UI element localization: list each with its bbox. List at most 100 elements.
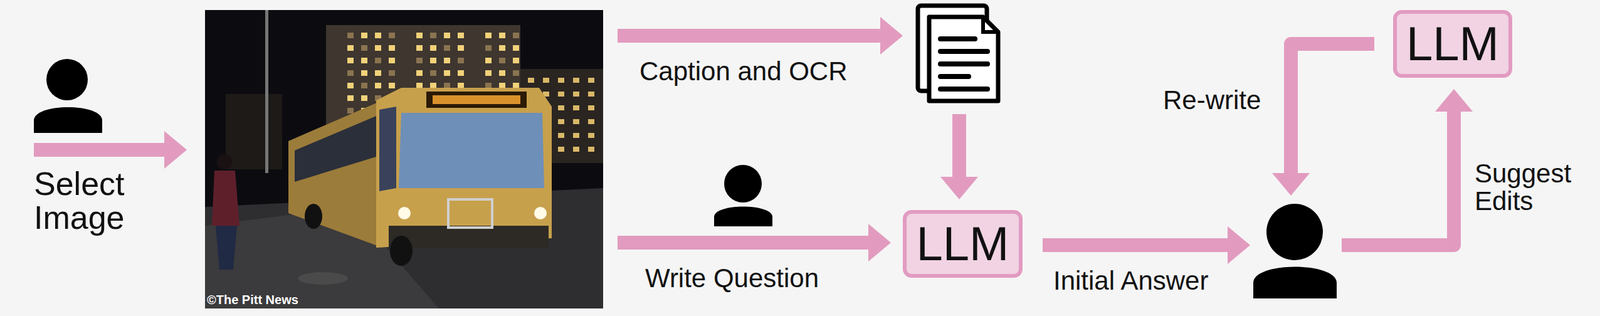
window-light [374, 57, 382, 64]
headlight [398, 206, 411, 220]
document-text-line [940, 73, 969, 79]
window-light [557, 105, 565, 111]
window-light [499, 57, 506, 64]
window-light [512, 70, 520, 76]
pedestrian-head [216, 154, 232, 170]
window-light [443, 82, 451, 89]
person-body [1253, 267, 1337, 299]
document-text-line [940, 61, 988, 67]
arrow-shaft [952, 114, 967, 179]
street-pole [265, 10, 269, 174]
document-icon [917, 5, 999, 101]
window-light [416, 70, 423, 76]
window-light [557, 132, 565, 138]
step-label: Select Image [33, 166, 172, 235]
window-light [499, 70, 506, 76]
window-light [573, 105, 580, 111]
pedestrian-body [211, 170, 240, 226]
window-light [443, 70, 451, 76]
window-light [499, 82, 506, 89]
llm-box: LLM [1393, 10, 1513, 78]
person-icon [33, 58, 103, 133]
window-light [485, 45, 492, 51]
arrow-shaft [1341, 110, 1454, 246]
window-light [361, 95, 368, 101]
arrow-shaft [617, 28, 882, 43]
window-light [485, 32, 492, 39]
flow-arrow [617, 223, 891, 262]
window-light [374, 32, 382, 39]
window-light [499, 45, 506, 51]
arrow-head [1227, 226, 1251, 264]
document-text-line [940, 48, 988, 54]
bus-destination-sign [426, 91, 527, 108]
window-light [457, 70, 464, 76]
window-light [374, 82, 382, 89]
window-light [573, 91, 580, 97]
window-light [430, 57, 437, 64]
arrow-head [868, 223, 891, 262]
arrow-shaft [1290, 43, 1375, 175]
window-light [588, 119, 595, 125]
arrow-head [1272, 173, 1310, 196]
arrow-shaft [1042, 238, 1229, 253]
window-light [512, 32, 520, 39]
window-light [347, 82, 354, 89]
window-light [361, 45, 368, 51]
window-light [485, 57, 492, 64]
window-light [573, 132, 580, 138]
window-light [416, 32, 423, 39]
window-light [416, 82, 423, 89]
window-light [416, 45, 423, 51]
window-light [588, 91, 595, 97]
arrow-head [940, 176, 979, 200]
window-light [443, 32, 451, 39]
window-light [557, 77, 565, 83]
flow-arrow [940, 114, 979, 200]
person-head [46, 58, 88, 101]
window-light [361, 32, 368, 39]
document-text-line [940, 36, 975, 42]
headlight [534, 206, 547, 220]
window-light [361, 57, 368, 64]
window-light [573, 119, 580, 125]
person-head [724, 164, 762, 203]
bus-bumper [388, 225, 549, 248]
window-light [388, 45, 395, 51]
window-light [573, 146, 580, 152]
document-fold [983, 16, 999, 32]
person-icon [1253, 203, 1337, 299]
window-light [388, 70, 395, 76]
bus-body [376, 87, 552, 248]
arrow-shaft [617, 235, 870, 250]
window-light [347, 70, 354, 76]
llm-label: LLM [916, 220, 1010, 268]
flow-arrow [1272, 43, 1375, 196]
arrow-label: Re-write [1163, 84, 1327, 116]
window-light [347, 57, 354, 64]
window-light [347, 45, 354, 51]
window-light [388, 82, 395, 89]
window-light [457, 57, 464, 64]
window-light [374, 70, 382, 76]
bus-side-windows [379, 106, 397, 192]
window-light [512, 82, 520, 89]
window-light [347, 32, 354, 39]
window-light [430, 70, 437, 76]
window-light [512, 45, 520, 51]
flow-arrow [1042, 226, 1251, 264]
window-light [457, 45, 464, 51]
photo [205, 10, 604, 309]
window-light [557, 146, 565, 152]
llm-box: LLM [902, 210, 1023, 278]
arrow-label: Write Question [645, 262, 909, 295]
window-light [588, 105, 595, 111]
arrow-label: Initial Answer [1053, 265, 1305, 297]
window-light [527, 77, 535, 83]
window-light [374, 45, 382, 51]
manhole [297, 272, 348, 285]
window-light [485, 70, 492, 76]
person-icon [714, 164, 773, 227]
flow-arrow [1341, 89, 1473, 246]
person-body [714, 206, 773, 227]
